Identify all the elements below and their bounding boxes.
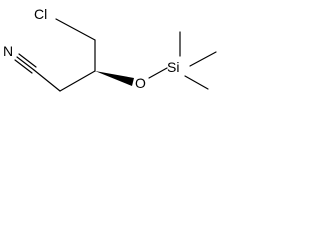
wedge-bond-stereocenter-o (95, 71, 134, 86)
bond-si-methyl-bottom (184, 75, 209, 90)
bond-o-si (148, 67, 168, 79)
atom-label-silicon: Si (167, 59, 179, 75)
molecule-drawing: Cl N O Si (3, 6, 217, 92)
bond-ch2-nitrile-carbon (33, 69, 61, 92)
bond-cl-ch2 (55, 18, 96, 41)
bond-si-methyl-right (189, 51, 217, 67)
bond-nitrile-triple-2 (14, 59, 33, 74)
structure-diagram: Cl N O Si (0, 0, 220, 98)
bond-nitrile-triple-3 (18, 53, 37, 68)
atom-label-chlorine: Cl (34, 6, 47, 22)
bond-nitrile-triple-1 (16, 56, 35, 71)
bond-stereocenter-ch2 (59, 70, 96, 92)
atom-label-oxygen: O (135, 75, 146, 91)
atom-label-nitrogen: N (3, 43, 13, 59)
